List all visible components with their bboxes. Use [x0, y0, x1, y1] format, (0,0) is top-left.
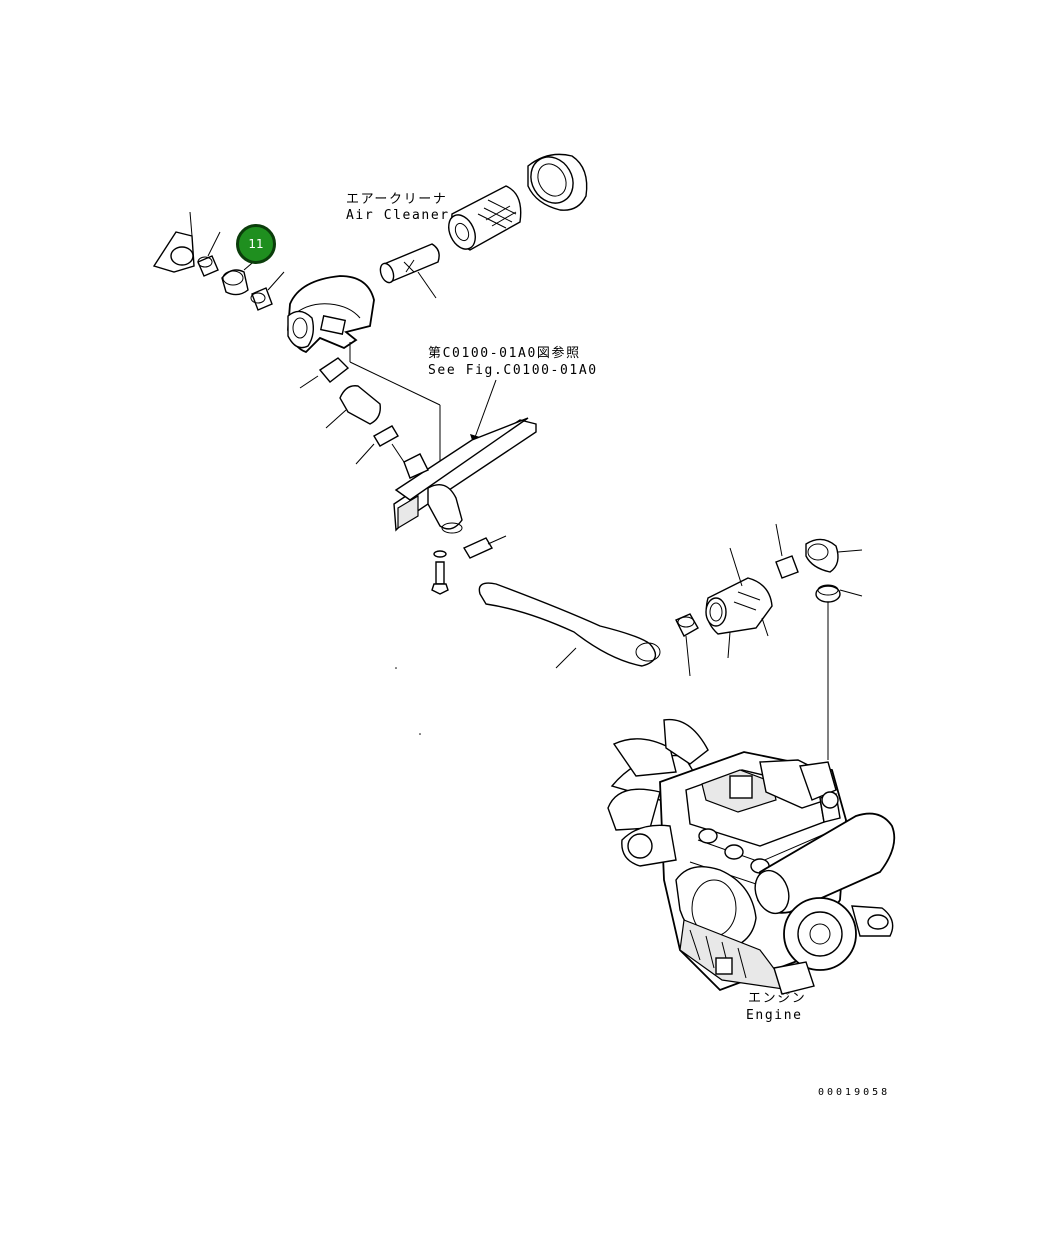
engine-illustration — [607, 718, 896, 995]
see-fig-label-jp: 第C0100-01A0図参照 — [428, 346, 581, 361]
leader-lines — [349, 342, 829, 760]
see-fig-label-en: See Fig.C0100-01A0 — [428, 363, 598, 378]
air-cleaner-label-en: Air Cleaner — [346, 208, 450, 223]
pre-cleaner-parts — [152, 211, 285, 311]
intake-hoses-and-clamps — [299, 357, 399, 465]
long-intake-hose — [478, 582, 661, 669]
engine-label-jp: エンジン — [748, 991, 807, 1006]
air-cleaner-label-jp: エアークリーナ — [346, 192, 448, 207]
callout-number: 11 — [248, 237, 264, 251]
part-callout-11[interactable]: 11 — [236, 224, 276, 264]
mounting-bracket — [391, 417, 537, 595]
air-cleaner-end-cap — [527, 153, 588, 211]
elbow-connector-group — [675, 523, 863, 677]
engine-label-en: Engine — [746, 1008, 803, 1023]
safety-element — [379, 243, 440, 299]
air-cleaner-body — [287, 275, 375, 354]
drawing-number: 00019058 — [818, 1087, 891, 1098]
filter-element — [448, 185, 522, 251]
